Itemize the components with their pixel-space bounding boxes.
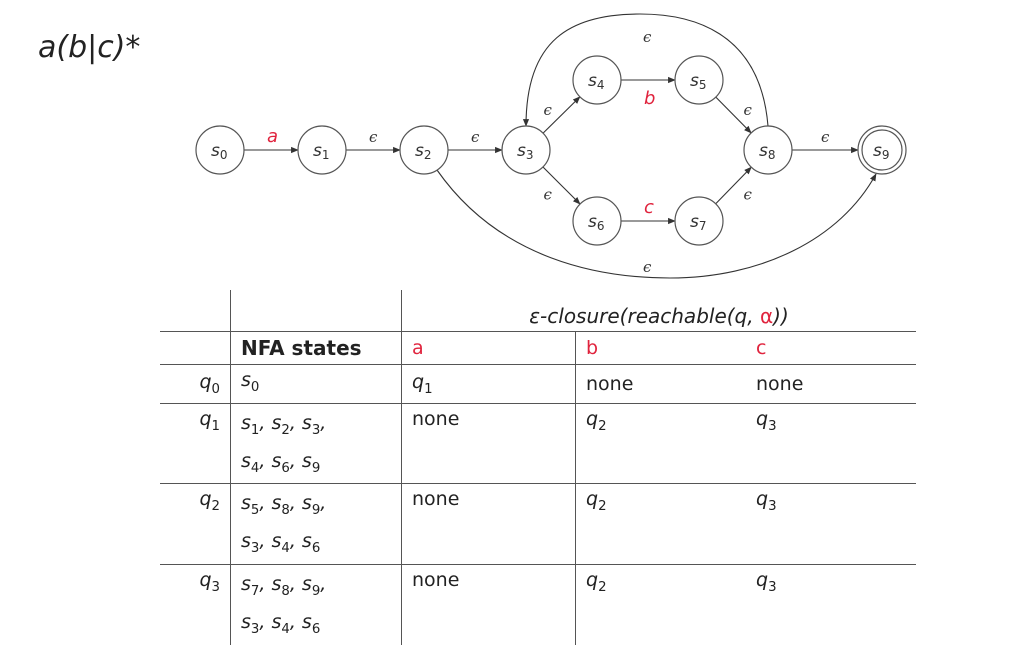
epsilon-label: ϵ [744,101,753,119]
nfa-state-s1: s1 [297,125,347,175]
nfa-states-header: NFA states [230,331,402,365]
epsilon-label: ϵ [544,186,553,204]
state-circle [674,196,724,246]
table-header-span-row: ε-closure(reachable(q, α)) [160,290,916,332]
nfa-state-s2: s2 [399,125,449,175]
epsilon-label: ϵ [643,258,652,276]
nfa-state-s4: s4 [572,55,622,105]
nfa-state-s6: s6 [572,196,622,246]
nfa-state-s3: s3 [501,125,551,175]
transition-s3-s6 [542,166,581,205]
nfa-states-cell: s7, s8, s9,s3, s4, s6 [230,563,402,645]
state-circle [501,125,551,175]
transition-cell-a: q1 [401,364,576,404]
state-circle [399,125,449,175]
nfa-state-s9: s9 [857,125,907,175]
nfa-state-s5: s5 [674,55,724,105]
transition-cell-c: q3 [746,402,916,484]
nfa-state-s8: s8 [743,125,793,175]
state-circle [743,125,793,175]
dfa-state-cell: q3 [160,563,231,645]
transition-cell-b: q2 [575,483,746,565]
symbol-header-b: b [575,331,746,365]
symbol-header-a: a [401,331,576,365]
state-circle [572,55,622,105]
closure-header: ε-closure(reachable(q, α)) [401,290,916,332]
nfa-states-cell: s5, s8, s9,s3, s4, s6 [230,483,402,565]
nfa-state-s0: s0 [195,125,245,175]
transition-cell-b: none [575,364,746,404]
symbol-label: a [267,126,278,147]
transition-cell-b: q2 [575,402,746,484]
epsilon-label: ϵ [369,128,378,146]
epsilon-label: ϵ [471,128,480,146]
transition-s2-s9 [436,169,877,279]
transition-s8-s3 [522,13,769,127]
transition-cell-c: q3 [746,563,916,645]
symbol-header-c: c [746,331,916,365]
transition-cell-c: q3 [746,483,916,565]
nfa-states-cell: s0 [230,364,402,404]
regular-expression: a(b|c)* [38,30,141,65]
transition-s3-s4 [542,96,581,134]
nfa-state-s7: s7 [674,196,724,246]
symbol-label: b [644,88,655,109]
epsilon-label: ϵ [544,101,553,119]
epsilon-label: ϵ [643,28,652,46]
dfa-state-cell: q2 [160,483,231,565]
state-circle [195,125,245,175]
state-circle [674,55,724,105]
epsilon-label: ϵ [821,128,830,146]
nfa-states-cell: s1, s2, s3,s4, s6, s9 [230,402,402,484]
transition-s5-s8 [715,96,752,134]
transition-cell-b: q2 [575,563,746,645]
dfa-state-cell: q0 [160,364,231,404]
state-circle [297,125,347,175]
transition-cell-a: none [401,402,576,484]
transition-s7-s8 [715,166,752,205]
dfa-state-cell: q1 [160,402,231,484]
accepting-ring [861,129,903,171]
transition-cell-a: none [401,483,576,565]
subset-construction-table: ε-closure(reachable(q, α)) NFA states a … [160,290,916,645]
epsilon-label: ϵ [744,186,753,204]
table-header-row: NFA states a b c [160,331,916,365]
transition-cell-c: none [746,364,916,404]
symbol-label: c [644,197,654,218]
transition-cell-a: none [401,563,576,645]
nfa-diagram: a ϵ ϵ ϵ b ϵ ϵ c ϵ ϵ ϵ ϵ s0 s1 s2 s3 s4 s5 s6 s7 s8 s9 [195,13,907,279]
state-circle [572,196,622,246]
